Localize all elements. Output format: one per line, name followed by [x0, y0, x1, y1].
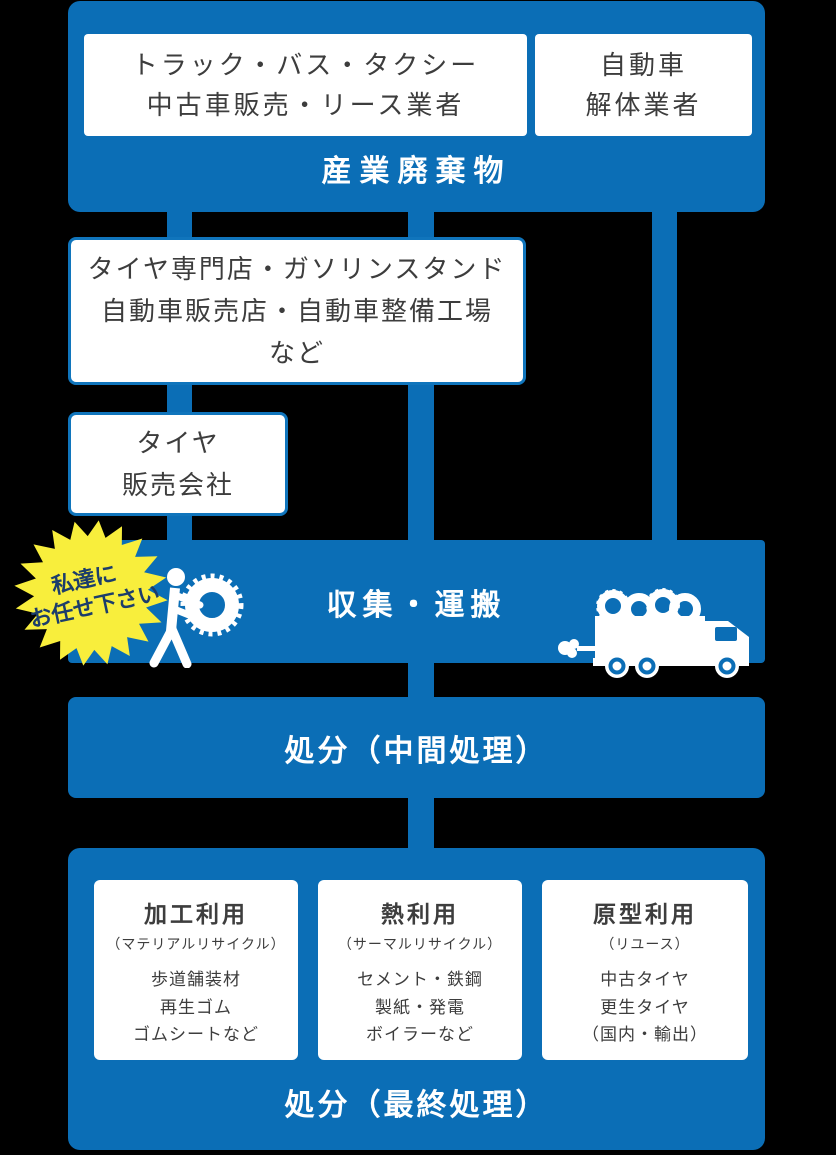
tire-dealers-box: タイヤ専門店・ガソリンスタンド 自動車販売店・自動車整備工場 など [68, 237, 526, 385]
method-title: 加工利用 [144, 901, 248, 927]
method-title: 熱利用 [381, 901, 459, 927]
tire-sales-line: タイヤ [136, 428, 220, 458]
method-box-material-recycle: 加工利用 （マテリアルリサイクル） 歩道舗装材 再生ゴム ゴムシートなど [94, 880, 298, 1060]
source-line: トラック・バス・タクシー [131, 50, 480, 80]
method-subtitle: （マテリアルリサイクル） [106, 936, 286, 952]
method-item: 製紙・発電 [375, 997, 465, 1017]
method-item: 中古タイヤ [600, 970, 690, 989]
tire-truck-icon [558, 588, 749, 678]
intermediate-disposal-bar: 処分（中間処理） [68, 697, 765, 798]
final-disposal-label: 処分（最終処理） [284, 1089, 549, 1122]
industrial-waste-panel: トラック・バス・タクシー 中古車販売・リース業者 自動車 解体業者 産業廃棄物 [68, 1, 765, 212]
dealers-line: タイヤ専門店・ガソリンスタンド [87, 254, 507, 284]
method-item: セメント・鉄鋼 [357, 970, 483, 989]
source-line: 自動車 [599, 50, 687, 80]
method-item: （国内・輸出） [582, 1025, 708, 1045]
source-line: 中古車販売・リース業者 [146, 90, 465, 120]
method-box-thermal-recycle: 熱利用 （サーマルリサイクル） セメント・鉄鋼 製紙・発電 ボイラーなど [318, 880, 522, 1060]
method-item: 歩道舗装材 [151, 970, 241, 989]
industrial-waste-label: 産業廃棄物 [321, 155, 512, 188]
tire-sales-company-box: タイヤ 販売会社 [68, 412, 288, 516]
leave-it-to-us-badge: 私達に お任せ下さい [14, 520, 168, 666]
method-subtitle: （リユース） [600, 936, 690, 952]
dealers-line: など [268, 338, 325, 368]
source-box-truck-bus-taxi: トラック・バス・タクシー 中古車販売・リース業者 [84, 34, 527, 136]
final-disposal-panel: 加工利用 （マテリアルリサイクル） 歩道舗装材 再生ゴム ゴムシートなど 熱利用… [68, 848, 765, 1150]
connector-right [652, 212, 677, 540]
method-item: ゴムシートなど [133, 1025, 259, 1045]
starburst-shape [14, 520, 168, 666]
method-box-reuse: 原型利用 （リユース） 中古タイヤ 更生タイヤ （国内・輸出） [542, 880, 748, 1060]
dealers-line: 自動車販売店・自動車整備工場 [100, 296, 493, 326]
source-line: 解体業者 [585, 90, 702, 120]
connector-to-final [408, 798, 434, 848]
source-box-car-dismantlers: 自動車 解体業者 [535, 34, 752, 136]
collection-transport-label: 収集・運搬 [326, 588, 507, 622]
method-item: 更生タイヤ [600, 997, 690, 1017]
method-title: 原型利用 [593, 901, 697, 927]
person-rolling-tire-icon [149, 568, 244, 668]
intermediate-disposal-label: 処分（中間処理） [284, 734, 549, 768]
method-item: ボイラーなど [366, 1025, 474, 1045]
method-subtitle: （サーマルリサイクル） [337, 936, 503, 952]
method-item: 再生ゴム [160, 997, 232, 1017]
tire-sales-line: 販売会社 [121, 470, 234, 500]
